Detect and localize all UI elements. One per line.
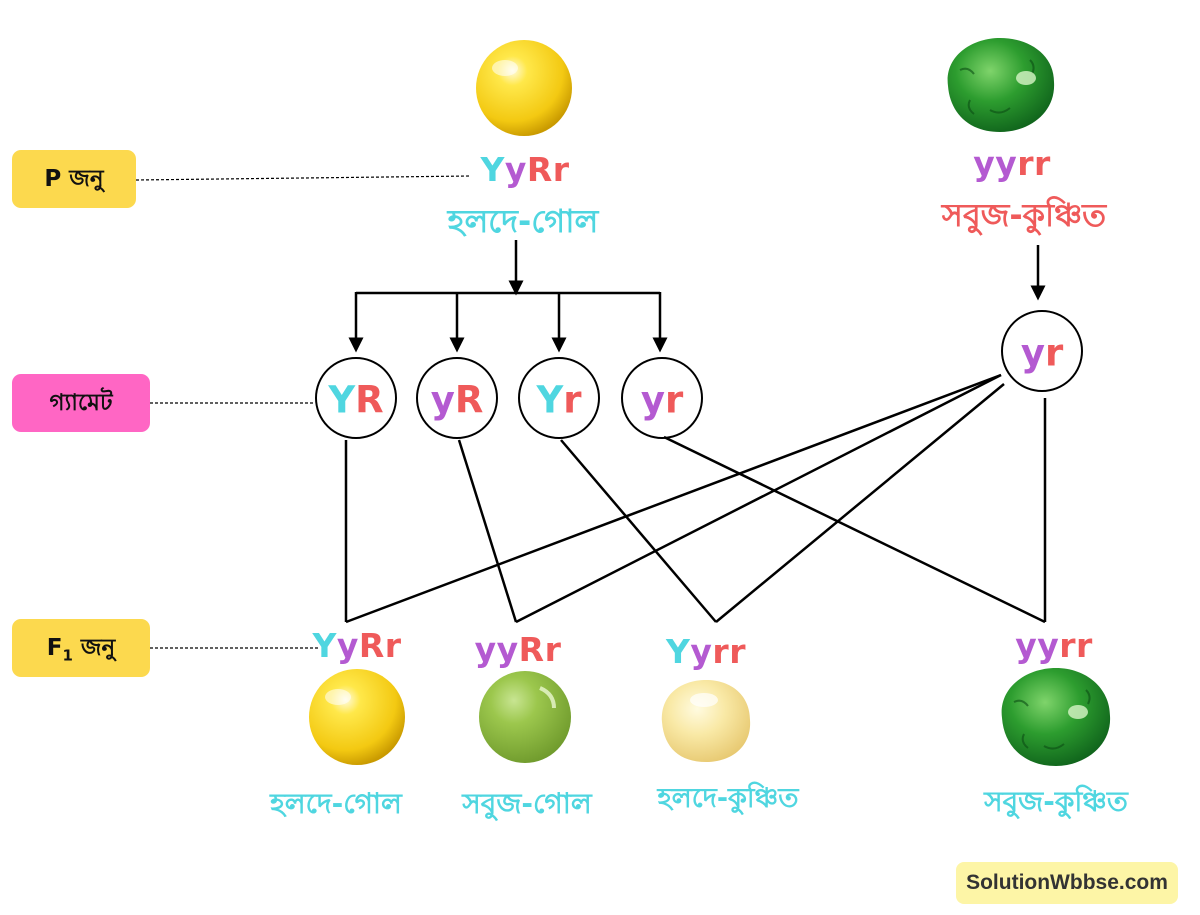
offspring1-genotype: YyRr bbox=[312, 626, 401, 665]
allele-letter: y bbox=[474, 630, 497, 669]
allele-letter: R bbox=[454, 378, 484, 422]
allele-letter: r bbox=[729, 632, 746, 671]
p-generation-leader bbox=[135, 175, 471, 181]
f1-generation-text: F1 জনু bbox=[46, 634, 116, 665]
allele-letter: r bbox=[1044, 331, 1064, 375]
allele-letter: r bbox=[384, 626, 402, 665]
allele-letter: y bbox=[973, 144, 996, 183]
offspring3-genotype: Yyrr bbox=[666, 632, 746, 671]
gamete-3-text: Yr bbox=[536, 379, 581, 422]
allele-letter: R bbox=[526, 150, 553, 189]
allele-letter: y bbox=[336, 626, 359, 665]
allele-letter: y bbox=[1020, 331, 1045, 375]
allele-letter: r bbox=[1076, 626, 1093, 665]
offspring2-phenotype: সবুজ-গোল bbox=[462, 787, 592, 820]
offspring3-phenotype: হলদে-কুঞ্চিত bbox=[657, 783, 799, 814]
offspring2-green-round-seed bbox=[479, 671, 571, 763]
parent1-phenotype: হলদে-গোল bbox=[447, 202, 599, 240]
parent2-green-wrinkled-seed bbox=[947, 38, 1055, 132]
p-generation-label: P জনু bbox=[12, 150, 136, 208]
gamete-parent2-text: yr bbox=[1021, 332, 1063, 375]
fertilization-lines bbox=[344, 373, 1047, 624]
allele-letter: Y bbox=[480, 150, 505, 189]
gamete-4-text: yr bbox=[641, 379, 683, 422]
allele-letter: y bbox=[496, 630, 519, 669]
allele-letter: r bbox=[664, 378, 684, 422]
allele-letter: y bbox=[1037, 626, 1060, 665]
watermark-text: SolutionWbbse.com bbox=[966, 871, 1168, 894]
allele-letter: Y bbox=[328, 378, 356, 422]
allele-letter: R bbox=[358, 626, 385, 665]
gamete-circle-parent2 bbox=[1001, 310, 1083, 392]
gamete-2-text: yR bbox=[431, 379, 484, 422]
offspring2-genotype: yyRr bbox=[475, 630, 562, 669]
offspring4-green-wrinkled-seed bbox=[1001, 668, 1111, 766]
allele-letter: y bbox=[995, 144, 1018, 183]
allele-letter: r bbox=[1017, 144, 1035, 183]
allele-letter: r bbox=[1059, 626, 1077, 665]
allele-letter: y bbox=[1015, 626, 1038, 665]
allele-letter: r bbox=[552, 150, 570, 189]
gamete-label: গ্যামেট bbox=[12, 374, 150, 432]
parent1-genotype: YyRr bbox=[480, 150, 569, 189]
allele-letter: R bbox=[355, 378, 384, 422]
parent2-genotype: yyrr bbox=[973, 144, 1051, 183]
allele-letter: r bbox=[563, 378, 582, 422]
f1-generation-label: F1 জনু bbox=[12, 619, 150, 677]
parent1-yellow-round-seed bbox=[476, 40, 572, 136]
gamete-text: গ্যামেট bbox=[49, 389, 113, 416]
allele-letter: Y bbox=[312, 626, 337, 665]
offspring1-yellow-round-seed bbox=[309, 669, 405, 765]
parent2-phenotype: সবুজ-কুঞ্চিত bbox=[941, 196, 1107, 234]
gamete-circle-3 bbox=[518, 357, 600, 439]
gamete-circle-4 bbox=[621, 357, 703, 439]
gamete-circle-1 bbox=[315, 357, 397, 439]
allele-letter: y bbox=[430, 378, 455, 422]
allele-letter: r bbox=[712, 632, 730, 671]
p-generation-text: P জনু bbox=[44, 165, 104, 192]
offspring1-phenotype: হলদে-গোল bbox=[270, 787, 402, 820]
allele-letter: y bbox=[690, 632, 713, 671]
watermark-badge: SolutionWbbse.com bbox=[956, 862, 1178, 904]
offspring4-genotype: yyrr bbox=[1015, 626, 1093, 665]
allele-letter: y bbox=[640, 378, 665, 422]
offspring4-phenotype: সবুজ-কুঞ্চিত bbox=[984, 785, 1128, 818]
allele-letter: Y bbox=[666, 632, 691, 671]
allele-letter: R bbox=[518, 630, 545, 669]
gamete-1-text: YR bbox=[328, 379, 383, 422]
gamete-circle-2 bbox=[416, 357, 498, 439]
offspring3-yellow-wrinkled-seed bbox=[661, 680, 751, 762]
allele-letter: y bbox=[504, 150, 527, 189]
allele-letter: Y bbox=[536, 378, 564, 422]
allele-letter: r bbox=[544, 630, 562, 669]
allele-letter: r bbox=[1034, 144, 1051, 183]
